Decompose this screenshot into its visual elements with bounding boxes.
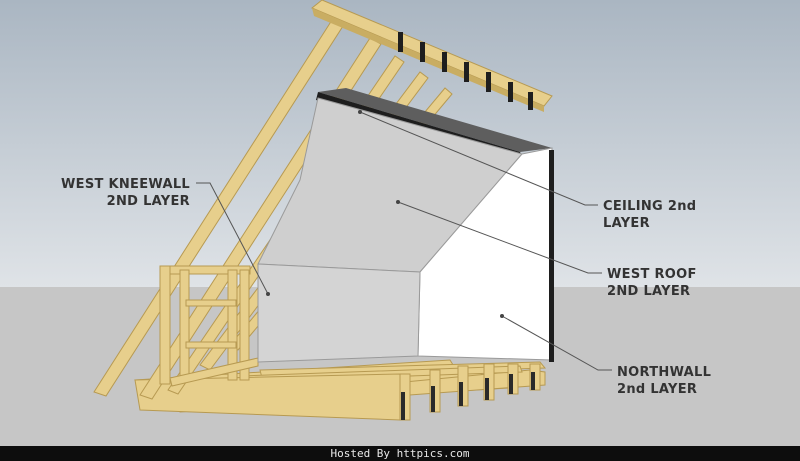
leader-line-west-roof <box>397 201 602 274</box>
leader-line-west-kneewall <box>196 182 269 295</box>
kneewall-framing <box>159 265 259 387</box>
label-west-kneewall-line1: WEST KNEEWALL <box>61 177 190 192</box>
label-west-roof-line2: 2ND LAYER <box>607 284 691 299</box>
label-ceiling: CEILING 2nd LAYER <box>603 198 696 232</box>
label-west-roof: WEST ROOF 2ND LAYER <box>607 266 697 300</box>
west-kneewall-2nd-layer <box>257 263 421 363</box>
ridge-joint-shadows <box>398 32 533 110</box>
label-west-kneewall: WEST KNEEWALL 2ND LAYER <box>48 176 190 210</box>
northwall-edge <box>549 150 554 362</box>
label-ceiling-line2: LAYER <box>603 216 650 231</box>
hosted-by-footer: Hosted By httpics.com <box>0 446 800 461</box>
label-west-kneewall-line2: 2ND LAYER <box>106 194 190 209</box>
label-west-roof-line1: WEST ROOF <box>607 267 697 282</box>
leader-dots <box>266 110 504 318</box>
floor-joists <box>134 359 547 421</box>
joist-end-shadows <box>401 372 535 420</box>
leader-lines <box>196 111 612 371</box>
leader-line-northwall <box>501 315 612 371</box>
label-ceiling-line1: CEILING 2nd <box>603 199 697 214</box>
label-northwall: NORTHWALL 2nd LAYER <box>617 364 711 398</box>
label-northwall-line2: 2nd LAYER <box>617 382 698 397</box>
label-northwall-line1: NORTHWALL <box>617 365 712 380</box>
leader-line-ceiling <box>359 111 598 206</box>
northwall-2nd-layer <box>417 147 553 361</box>
